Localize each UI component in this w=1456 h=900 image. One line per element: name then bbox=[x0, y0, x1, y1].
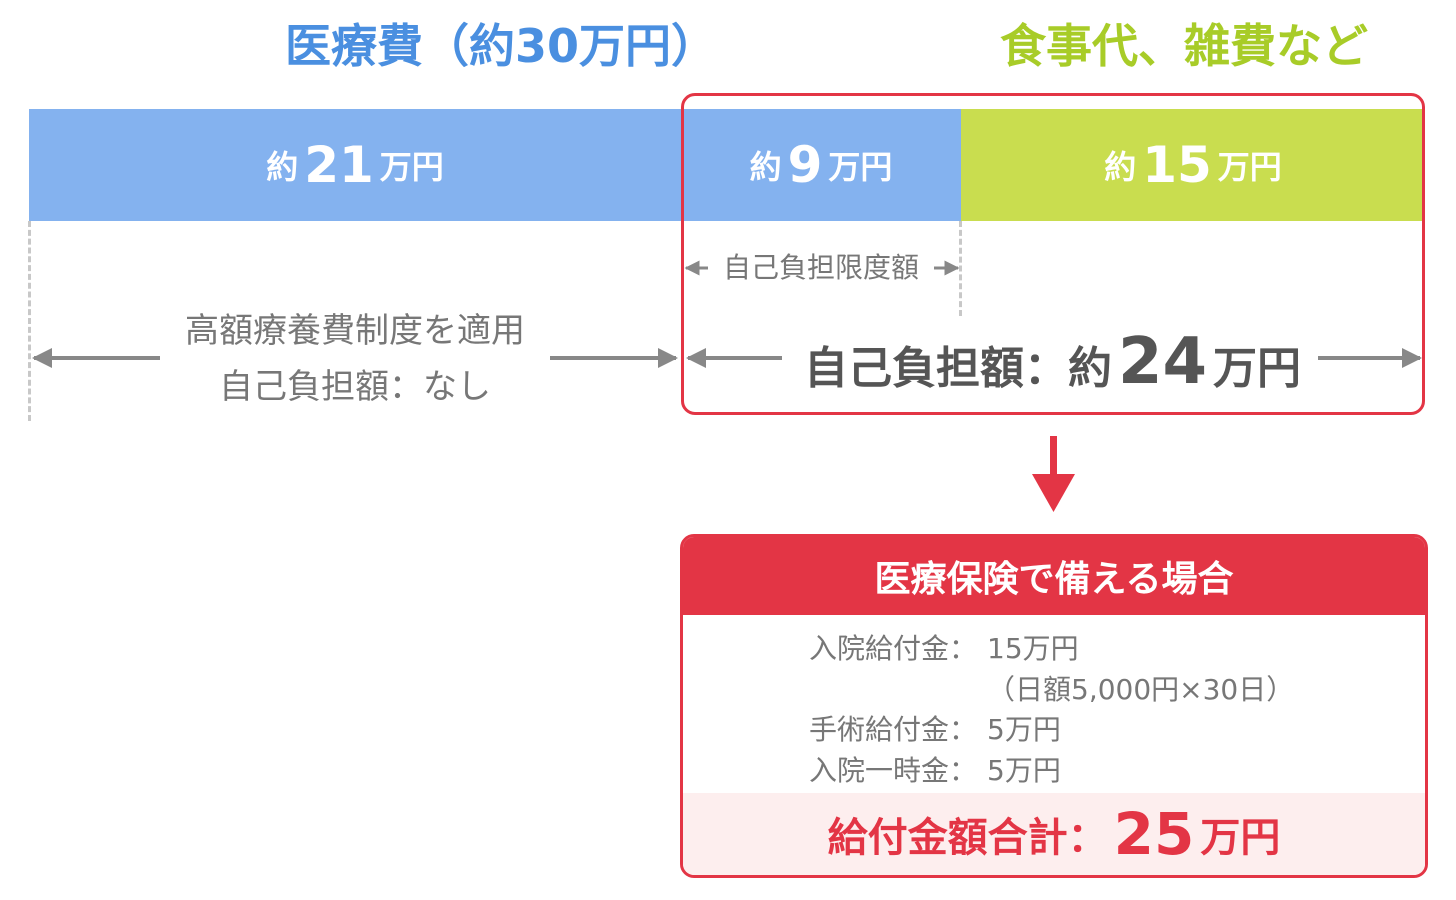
bar-value: 21 bbox=[304, 136, 374, 194]
medical-cost-heading: 医療費（約30万円） bbox=[285, 19, 718, 73]
insurance-title: 医療保険で備える場合 bbox=[683, 537, 1425, 615]
insurance-box: 医療保険で備える場合 入院給付金： 15万円 （日額5,000円×30日） 手術給… bbox=[680, 534, 1428, 878]
benefit-total-label: 給付金額合計： bbox=[827, 815, 1108, 861]
insurance-row: 手術給付金： 5万円 bbox=[809, 710, 1061, 750]
self-pay-total-unit: 万円 bbox=[1213, 343, 1302, 394]
insurance-row: 入院給付金： 15万円 bbox=[809, 629, 1079, 669]
insurance-row-value: （日額5,000円×30日） bbox=[987, 673, 1295, 706]
self-pay-frame bbox=[681, 93, 1425, 415]
benefit-total-unit: 万円 bbox=[1200, 815, 1281, 861]
kougaku-caption: 高額療養費制度を適用 bbox=[185, 311, 525, 351]
kougaku-no-self-pay: 自己負担額：なし bbox=[219, 367, 491, 407]
down-arrow-head bbox=[1032, 474, 1075, 512]
limit-caption: 自己負担限度額 bbox=[722, 251, 919, 284]
down-arrow-shaft bbox=[1050, 436, 1057, 476]
self-pay-total-value: 24 bbox=[1117, 325, 1208, 399]
food-misc-heading: 食事代、雑費など bbox=[1000, 19, 1368, 73]
bar-unit: 万円 bbox=[828, 148, 893, 186]
insurance-row: 入院一時金： 5万円 bbox=[809, 751, 1061, 791]
insurance-row-label: 手術給付金： bbox=[809, 713, 978, 746]
bar-prefix: 約 bbox=[749, 148, 782, 186]
bar-unit: 万円 bbox=[1217, 148, 1282, 186]
guide-line-mid bbox=[959, 221, 962, 316]
insurance-row-label: 入院一時金： bbox=[809, 754, 978, 787]
insurance-row: （日額5,000円×30日） bbox=[809, 670, 1294, 710]
benefit-total-value: 25 bbox=[1113, 800, 1195, 868]
bar-value: 15 bbox=[1142, 136, 1212, 194]
guide-line-left bbox=[28, 221, 31, 421]
bar-unit: 万円 bbox=[379, 148, 444, 186]
insurance-row-label: 入院給付金： bbox=[809, 632, 978, 665]
insurance-row-value: 5万円 bbox=[987, 754, 1061, 787]
self-pay-total-label: 自己負担額：約 bbox=[803, 343, 1112, 394]
insurance-row-value: 15万円 bbox=[987, 632, 1079, 665]
bar-value: 9 bbox=[787, 136, 823, 194]
insurance-row-value: 5万円 bbox=[987, 713, 1061, 746]
bar-prefix: 約 bbox=[266, 148, 299, 186]
bar-prefix: 約 bbox=[1104, 148, 1137, 186]
